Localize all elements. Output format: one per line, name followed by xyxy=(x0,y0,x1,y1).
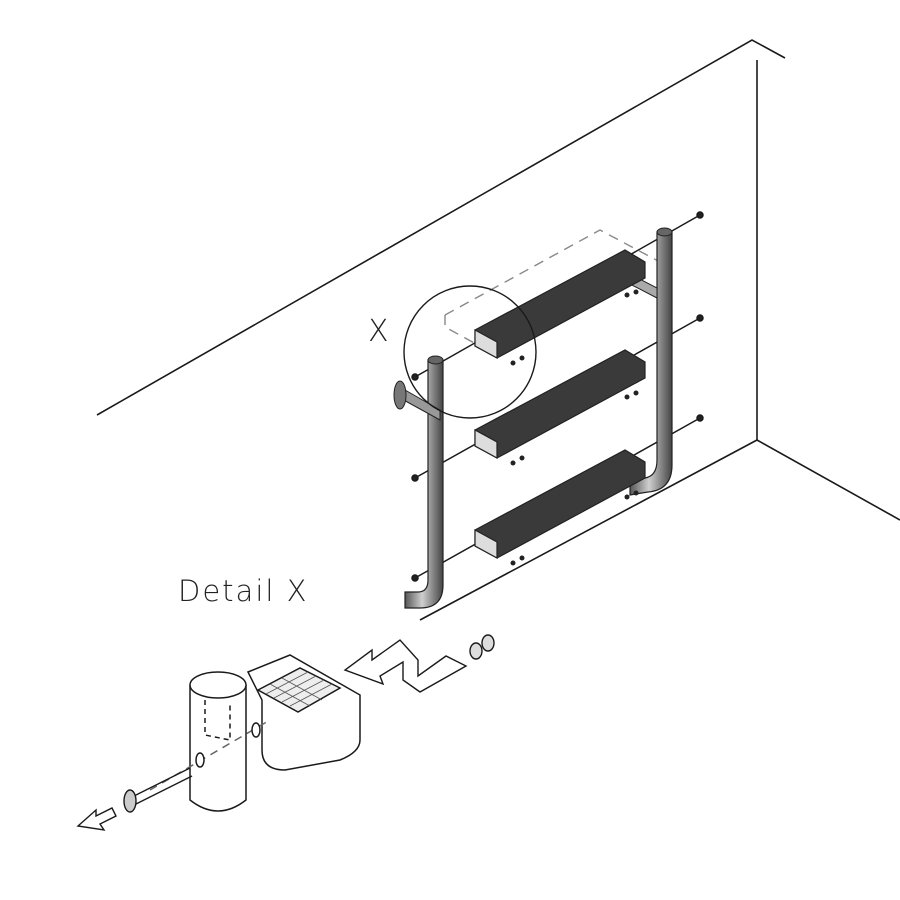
wall-outline xyxy=(96,39,900,621)
grating-pad xyxy=(256,667,342,713)
assembly-direction-arrow-icon xyxy=(343,639,468,693)
nuts xyxy=(469,634,495,660)
callout-label: X xyxy=(368,314,391,349)
insert-arrow-icon xyxy=(76,807,117,831)
ladder-step-top xyxy=(474,249,646,360)
bolt xyxy=(123,767,193,813)
ladder-step-bottom xyxy=(474,449,646,560)
ladder-step-middle xyxy=(474,349,646,460)
left-handrail xyxy=(393,355,444,609)
detail-x-view xyxy=(149,654,361,812)
detail-callout-circle xyxy=(403,285,537,419)
ghost-step-outline xyxy=(444,229,661,346)
step-nuts xyxy=(510,289,639,566)
detail-title: Detail X xyxy=(178,574,309,608)
